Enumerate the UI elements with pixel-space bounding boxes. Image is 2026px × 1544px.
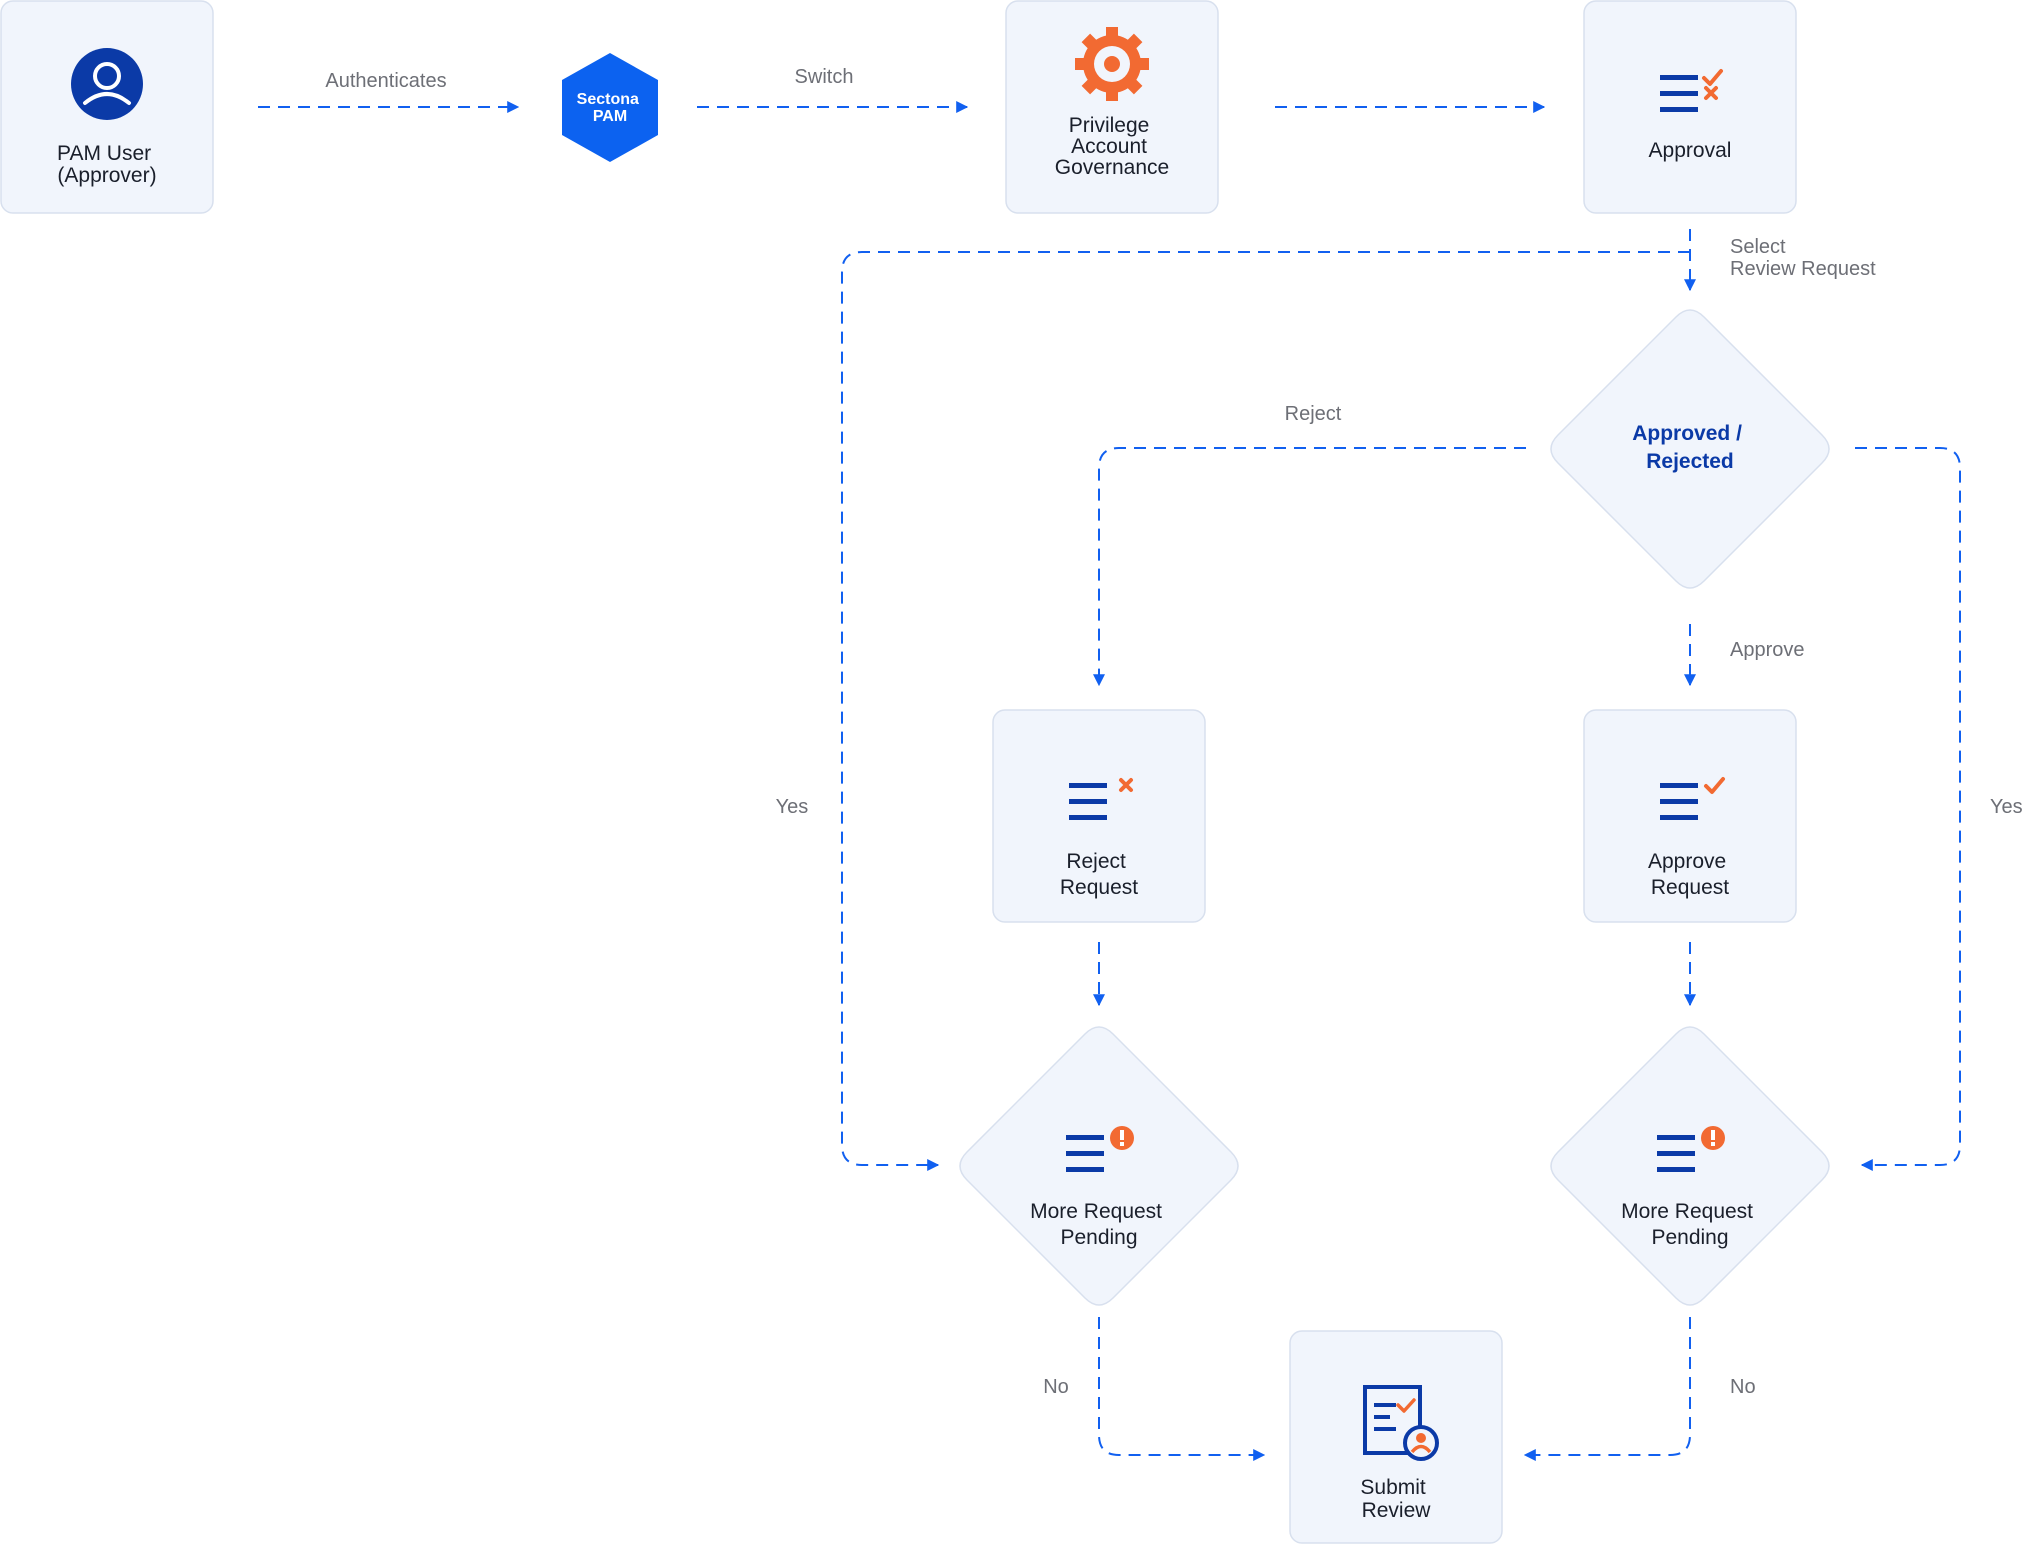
node-privilege-account-governance[interactable]: Privilege Account Governance xyxy=(1005,0,1219,214)
edge-no-right xyxy=(1523,1317,1691,1461)
list-check-icon xyxy=(1660,777,1725,820)
label-select-review-line2: Review Request xyxy=(1730,258,1876,280)
edge-yes-right-loop xyxy=(1855,447,1961,1171)
label-approve: Approve xyxy=(1730,639,1805,661)
node-approval-label: Approval xyxy=(1649,139,1732,162)
edge-no-left xyxy=(1098,1317,1266,1461)
hexagon-logo xyxy=(562,53,658,162)
label-select-review: Select Review Request xyxy=(1730,236,1876,280)
label-switch: Switch xyxy=(795,66,854,88)
label-no-left: No xyxy=(1043,1376,1069,1398)
label-reject: Reject xyxy=(1285,403,1342,425)
node-sectona-pam[interactable]: Sectona PAM xyxy=(562,53,658,162)
node-pending-left-label: More Request Pending xyxy=(1030,1200,1168,1249)
list-cross-icon xyxy=(1069,778,1133,820)
node-reject-request-label: Reject Request xyxy=(1060,850,1138,899)
label-yes-left: Yes xyxy=(776,796,809,818)
node-submit-review[interactable]: Submit Review xyxy=(1289,1330,1503,1544)
node-more-request-pending-right[interactable]: More Request Pending xyxy=(1550,1026,1830,1306)
node-more-request-pending-left[interactable]: More Request Pending xyxy=(959,1026,1239,1306)
list-alert-icon xyxy=(1066,1126,1134,1172)
node-approve-request[interactable]: Approve Request xyxy=(1583,709,1797,923)
node-reject-request[interactable]: Reject Request xyxy=(992,709,1206,923)
edge-yes-left-loop xyxy=(841,251,1690,1171)
node-pam-user-label: PAM User (Approver) xyxy=(57,142,157,187)
gear-icon xyxy=(1075,27,1149,101)
node-pam-user[interactable]: PAM User (Approver) xyxy=(0,0,214,214)
edge-reject xyxy=(1093,447,1526,687)
node-submit-review-label: Submit Review xyxy=(1360,1476,1431,1522)
node-decision-label: Approved / Rejected xyxy=(1632,422,1748,473)
node-sectona-label: Sectona PAM xyxy=(577,91,644,125)
node-approval[interactable]: Approval xyxy=(1583,0,1797,214)
node-pending-right-label: More Request Pending xyxy=(1621,1200,1759,1249)
node-pag-label: Privilege Account Governance xyxy=(1055,114,1169,179)
checklist-icon xyxy=(1660,69,1723,112)
list-alert-icon xyxy=(1657,1126,1725,1172)
user-circle-icon xyxy=(71,48,143,120)
label-no-right: No xyxy=(1730,1376,1756,1398)
node-approved-rejected-decision[interactable]: Approved / Rejected xyxy=(1550,309,1830,589)
node-approve-request-label: Approve Request xyxy=(1648,850,1732,899)
label-select-review-line1: Select xyxy=(1730,236,1786,258)
label-yes-right: Yes xyxy=(1990,796,2023,818)
label-authenticates: Authenticates xyxy=(325,70,446,92)
document-user-icon xyxy=(1363,1385,1439,1461)
